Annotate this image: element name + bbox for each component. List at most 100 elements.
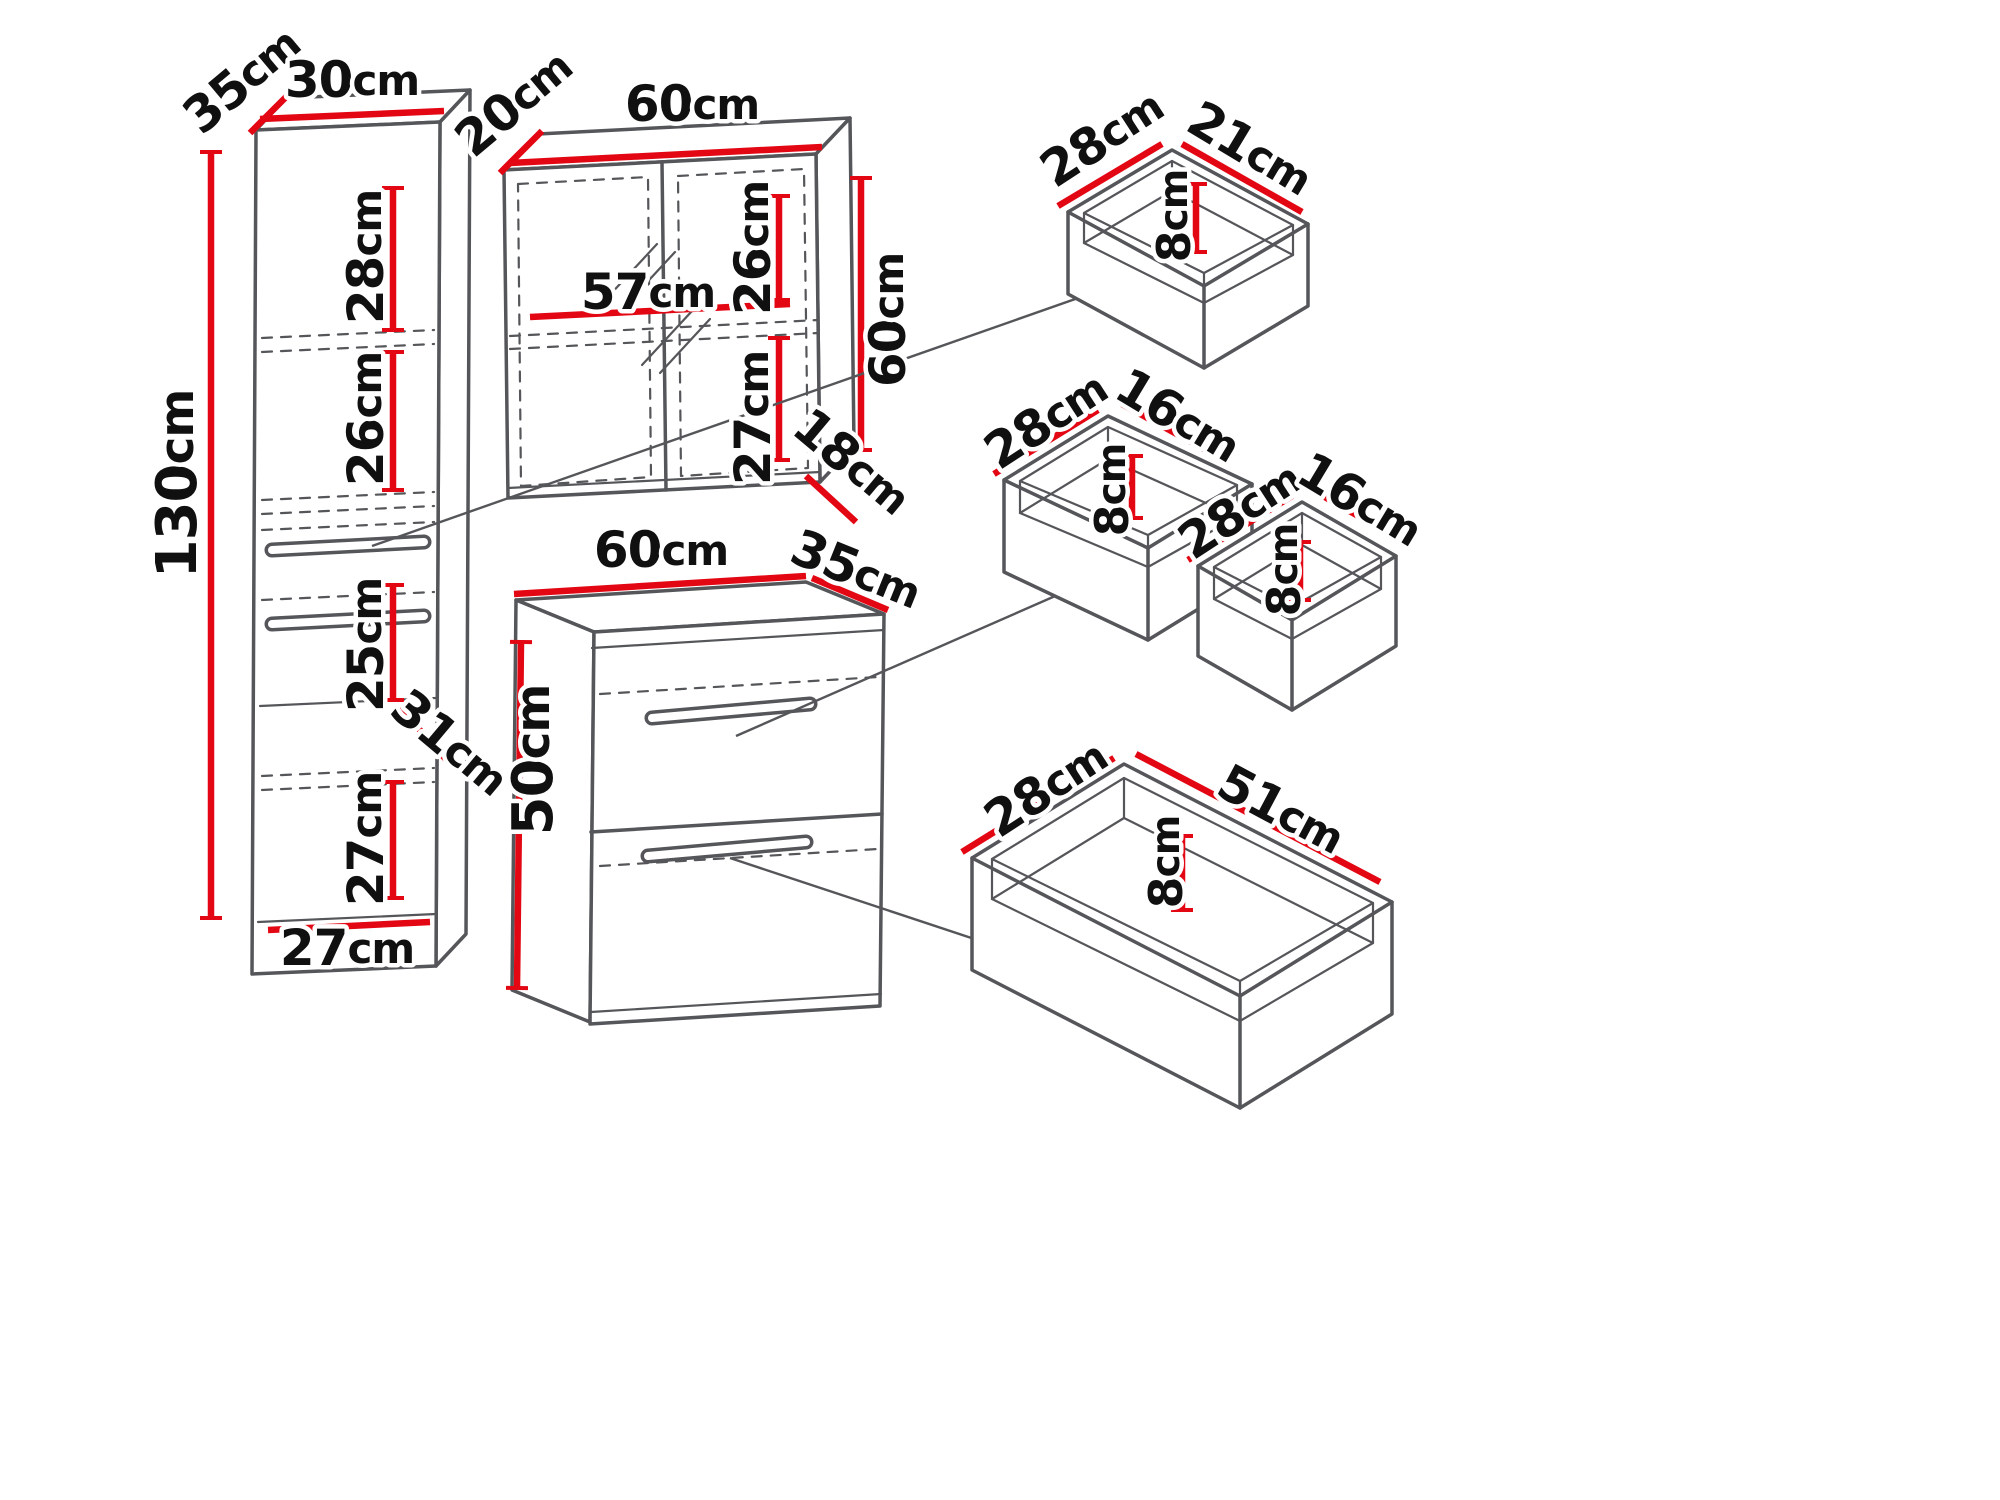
dim-value: 27 — [280, 919, 348, 977]
tall-cabinet-section-line — [258, 696, 438, 708]
mirror-glint — [640, 309, 694, 367]
dim-value: 60 — [625, 75, 693, 133]
dim-value: 27 — [724, 418, 782, 486]
drawer-pair-right-body — [1196, 500, 1398, 712]
vanity-counter-edge — [590, 628, 886, 650]
dim-line-vanity-width — [513, 572, 807, 598]
dim-unit: cm — [342, 190, 391, 257]
dim-value: 27 — [337, 839, 395, 907]
dim-line-drawer-large-depth — [960, 755, 1116, 855]
dim-value: 25 — [337, 645, 395, 713]
dim-label-vanity-cabinet-width: 60cm — [594, 521, 728, 579]
dim-unit: cm — [1090, 444, 1135, 506]
dim-unit: cm — [1152, 170, 1197, 232]
dim-line-drawer-pair-right-width — [1314, 489, 1392, 537]
tall-cabinet-shelf-line — [260, 780, 436, 792]
dim-label-drawer-small-height: 8cm — [1147, 170, 1201, 263]
dim-unit: cm — [648, 268, 715, 317]
vanity-front-face — [588, 612, 886, 1026]
dim-value: 60 — [594, 521, 662, 579]
tall-cabinet-shelf-line — [260, 766, 436, 778]
drawer-pair-right — [1186, 489, 1398, 712]
drawer-small-body — [1066, 148, 1310, 370]
dim-value: 8 — [1085, 505, 1139, 536]
leader-line-tall-drawer-to-small-drawer — [371, 282, 1119, 548]
drawer-pair-left-rim-edge — [1002, 478, 1150, 550]
mirror-glint — [623, 250, 677, 308]
dim-unit: cm — [342, 578, 391, 645]
dim-unit: cm — [342, 352, 391, 419]
mirror-glint — [658, 317, 712, 375]
dim-line-mirror-width — [509, 143, 823, 167]
dim-value: 8 — [1147, 231, 1201, 262]
dim-unit: cm — [342, 772, 391, 839]
tall-cabinet-handle-upper-face — [268, 538, 428, 554]
dim-label-tall-cabinet-bottom-depth: 27cm — [280, 919, 414, 977]
dim-line-drawer-pair-right-depth — [1186, 493, 1294, 563]
dim-label-tall-cabinet-drawer-section: 25cm — [337, 578, 395, 712]
drawer-large-body — [970, 762, 1394, 1110]
dim-value: 26 — [724, 248, 782, 316]
dim-label-tall-cabinet-shelf-section-1: 28cm — [337, 190, 395, 324]
dim-line-drawer-small-depth — [1056, 141, 1164, 209]
tall-cabinet-handle-lower-face — [268, 612, 428, 628]
dim-value: 28 — [337, 257, 395, 325]
mirror-door-split — [660, 160, 668, 492]
drawer-small-rim-edge — [1066, 210, 1206, 288]
dim-line-drawer-small-width — [1180, 141, 1304, 215]
vanity-drawer-line — [598, 675, 880, 696]
dim-value: 30 — [285, 51, 353, 109]
drawer-large-rim-edge — [970, 856, 1242, 998]
dim-value: 8 — [1257, 585, 1311, 616]
dim-unit: cm — [1262, 524, 1307, 586]
dim-value: 26 — [337, 419, 395, 487]
dim-unit: cm — [729, 351, 778, 418]
drawer-pair-left-rim-edge — [1146, 482, 1254, 550]
vanity-handle-lower-face — [644, 838, 810, 860]
dim-line-tall-diagonal — [397, 705, 455, 769]
vanity-handle-upper-face — [648, 700, 814, 722]
leader-line-vanity-upper-to-pair-drawer — [735, 570, 1111, 738]
dim-value: 60 — [859, 320, 917, 388]
vanity-bottom-line — [589, 992, 883, 1014]
dim-unit: cm — [1144, 816, 1189, 878]
dimension-labels: 35cm30cm130cm28cm26cm25cm31cm27cm27cm20c… — [140, 14, 1435, 982]
dim-unit: cm — [150, 390, 205, 465]
dim-unit: cm — [347, 924, 414, 973]
dim-value: 50 — [501, 759, 566, 835]
dim-line-mirror-inner-width — [529, 300, 791, 321]
drawer-large — [960, 751, 1394, 1110]
dim-label-mirror-cabinet-width: 60cm — [625, 75, 759, 133]
tall-cabinet-shelf-line — [260, 504, 436, 516]
dim-unit: cm — [661, 526, 728, 575]
mirror-cabinet-front-face — [502, 152, 822, 500]
dim-line-drawer-pair-left-depth — [992, 407, 1100, 477]
dim-label-mirror-cabinet-height: 60cm — [859, 253, 917, 387]
dim-line-tall-bottom-depth — [267, 918, 431, 934]
dim-value: 130 — [145, 464, 210, 578]
dim-line-tall-depth — [247, 90, 293, 136]
dim-unit: cm — [729, 181, 778, 248]
drawer-small — [1056, 141, 1310, 370]
dim-line-tall-width — [259, 107, 445, 123]
dim-unit: cm — [692, 80, 759, 129]
dim-label-drawer-pair-right-height: 8cm — [1257, 524, 1311, 617]
dim-unit: cm — [506, 685, 561, 760]
dim-label-mirror-cabinet-upper-section: 26cm — [724, 181, 782, 315]
dim-line-drawer-pair-left-width — [1120, 401, 1208, 453]
dim-label-mirror-cabinet-inner-width: 57cm — [581, 263, 715, 321]
dim-line-mirror-depth — [497, 128, 545, 176]
mirror-door-left-outline — [516, 175, 653, 488]
tall-cabinet-drawer-line — [260, 590, 436, 602]
tall-cabinet-shelf-line — [260, 342, 436, 354]
tall-cabinet — [200, 88, 472, 976]
dim-line-vanity-height — [513, 641, 525, 989]
dim-line-mirror-bottom-depth — [803, 473, 859, 525]
vanity-cabinet — [505, 572, 890, 1026]
dim-label-tall-cabinet-height: 130cm — [145, 390, 210, 579]
mirror-cabinet — [497, 116, 872, 525]
dim-label-mirror-cabinet-lower-section: 27cm — [724, 351, 782, 485]
dim-label-drawer-large-height: 8cm — [1139, 816, 1193, 909]
